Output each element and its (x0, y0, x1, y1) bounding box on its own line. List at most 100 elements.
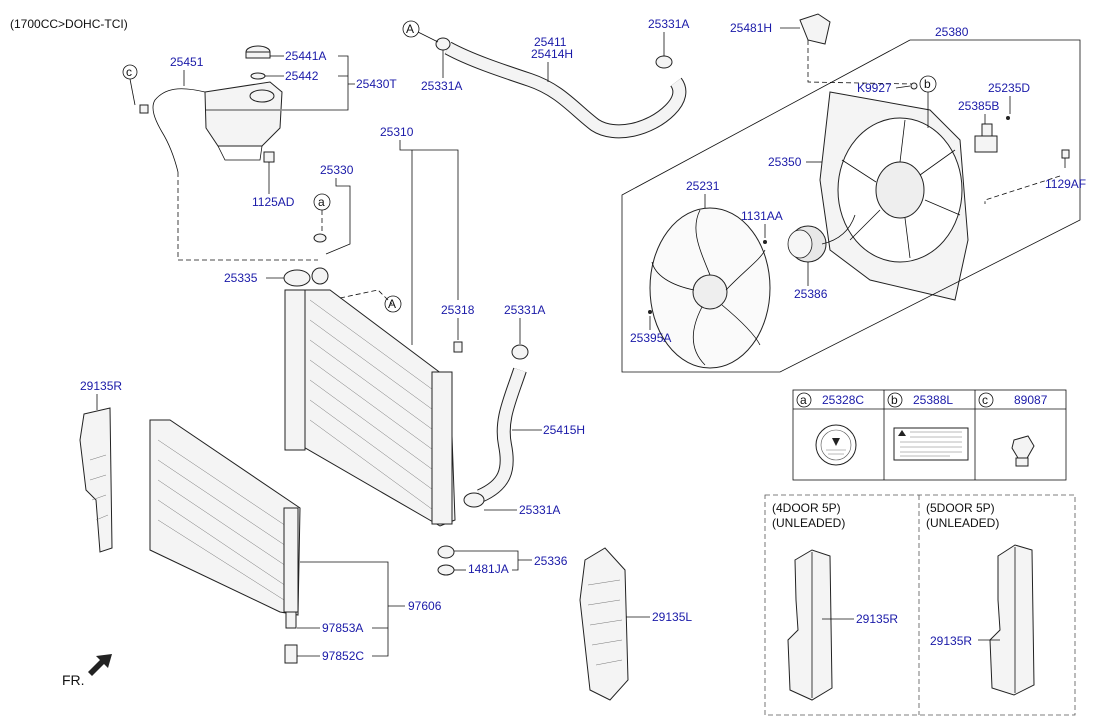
label-29135R-5door: 29135R (930, 634, 972, 648)
label-25231: 25231 (686, 179, 720, 193)
clamp-lower-top (511, 344, 529, 360)
drain-plug (437, 545, 455, 559)
condenser (149, 419, 301, 616)
overflow-hose (152, 88, 206, 173)
label-25451: 25451 (170, 55, 204, 69)
cap-seal (250, 72, 266, 80)
label-25235D: 25235D (988, 81, 1030, 95)
label-25318: 25318 (441, 303, 475, 317)
label-25385B: 25385B (958, 99, 999, 113)
clamp-upper-right (655, 55, 673, 69)
radiator (284, 289, 456, 527)
air-guard-right (579, 547, 629, 701)
label-97853A: 97853A (322, 621, 363, 635)
label-1125AD: 1125AD (252, 195, 295, 209)
label-25395A: 25395A (630, 331, 671, 345)
air-guard-5door (989, 544, 1035, 696)
label-29135R-left: 29135R (80, 379, 122, 393)
fan-blade (649, 207, 771, 369)
label-25335: 25335 (224, 271, 258, 285)
air-guard-4door (787, 549, 833, 701)
label-25442: 25442 (285, 69, 319, 83)
label-K9927: K9927 (857, 81, 892, 95)
variant-4door-line1: (4DOOR 5P) (772, 501, 841, 515)
screw-25235D (1006, 116, 1010, 120)
variant-5door-line2: (UNLEADED) (926, 516, 999, 530)
label-25380: 25380 (935, 25, 969, 39)
clip-89087 (1011, 435, 1035, 467)
air-guard-left (79, 407, 113, 553)
label-1131AA: 1131AA (741, 209, 783, 223)
nut-K9927 (910, 82, 918, 90)
label-25330: 25330 (320, 163, 354, 177)
bolt-1125AD (263, 151, 275, 176)
upper-hose (444, 41, 687, 139)
label-25350: 25350 (768, 155, 802, 169)
variant-4door-line2: (UNLEADED) (772, 516, 845, 530)
label-25331A-mid: 25331A (504, 303, 545, 317)
callout-a-radiator-label: a (318, 195, 325, 209)
label-97606: 97606 (408, 599, 442, 613)
bracket-25481H (799, 13, 831, 45)
label-25336: 25336 (534, 554, 568, 568)
label-25331A-low: 25331A (519, 503, 560, 517)
label-29135R-4door: 29135R (856, 612, 898, 626)
label-25331A-top-right: 25331A (648, 17, 689, 31)
resistor-25385B (974, 123, 998, 153)
front-indicator: FR. (62, 672, 85, 688)
fan-motor (787, 214, 856, 263)
label-25411: 25411 (534, 35, 567, 49)
variant-5door-line1: (5DOOR 5P) (926, 501, 995, 515)
label-25331A-top-left: 25331A (421, 79, 462, 93)
label-25481H: 25481H (730, 21, 772, 35)
reservoir-cap (245, 45, 271, 59)
drier-plug (284, 644, 298, 664)
legend-a-part: 25328C (822, 393, 864, 407)
label-25441A: 25441A (285, 49, 326, 63)
callout-A-top-label: A (406, 22, 414, 36)
radiator-cap (283, 269, 311, 287)
clamp-upper-left (435, 37, 451, 51)
bolt-1129AF (1061, 149, 1070, 168)
warning-label-round (815, 424, 857, 466)
label-25415H: 25415H (543, 423, 585, 437)
label-25386: 25386 (794, 287, 828, 301)
callout-A-top (402, 20, 420, 38)
screw-1131AA (763, 240, 767, 244)
fan-shroud (819, 91, 969, 301)
legend-a-letter: a (800, 393, 807, 407)
plug-25318 (453, 341, 463, 353)
legend-b-letter: b (891, 393, 898, 407)
receiver-drier (285, 611, 297, 629)
label-25414H: 25414H (531, 47, 573, 61)
legend-b-circle (887, 392, 903, 408)
clamp-lower-bottom (463, 492, 485, 508)
front-arrow-icon (88, 654, 112, 676)
label-29135L: 29135L (652, 610, 692, 624)
reservoir-tank (204, 81, 283, 161)
radiator-inlet (311, 267, 329, 285)
legend-c-part: 89087 (1014, 393, 1048, 407)
callout-c-top-label: c (126, 65, 132, 79)
warning-label-rect (893, 427, 969, 461)
label-97852C: 97852C (322, 649, 364, 663)
variant-box (764, 494, 1076, 716)
legend-a-circle (796, 392, 812, 408)
callout-A-radiator-label: A (388, 297, 396, 311)
legend-b-part: 25388L (913, 393, 953, 407)
drain-plug-a (313, 233, 327, 243)
legend-c-circle (978, 392, 994, 408)
callout-A-radiator (384, 295, 402, 313)
label-25430T: 25430T (356, 77, 397, 91)
clip-c (139, 104, 149, 114)
label-25310: 25310 (380, 125, 414, 139)
legend-c-letter: c (982, 393, 988, 407)
screw-25395A (648, 310, 652, 314)
lower-hose (476, 367, 527, 503)
callout-b-fan-label: b (924, 77, 931, 91)
engine-spec-title: (1700CC>DOHC-TCI) (10, 17, 128, 31)
label-1481JA: 1481JA (468, 562, 509, 576)
label-1129AF: 1129AF (1045, 177, 1086, 191)
